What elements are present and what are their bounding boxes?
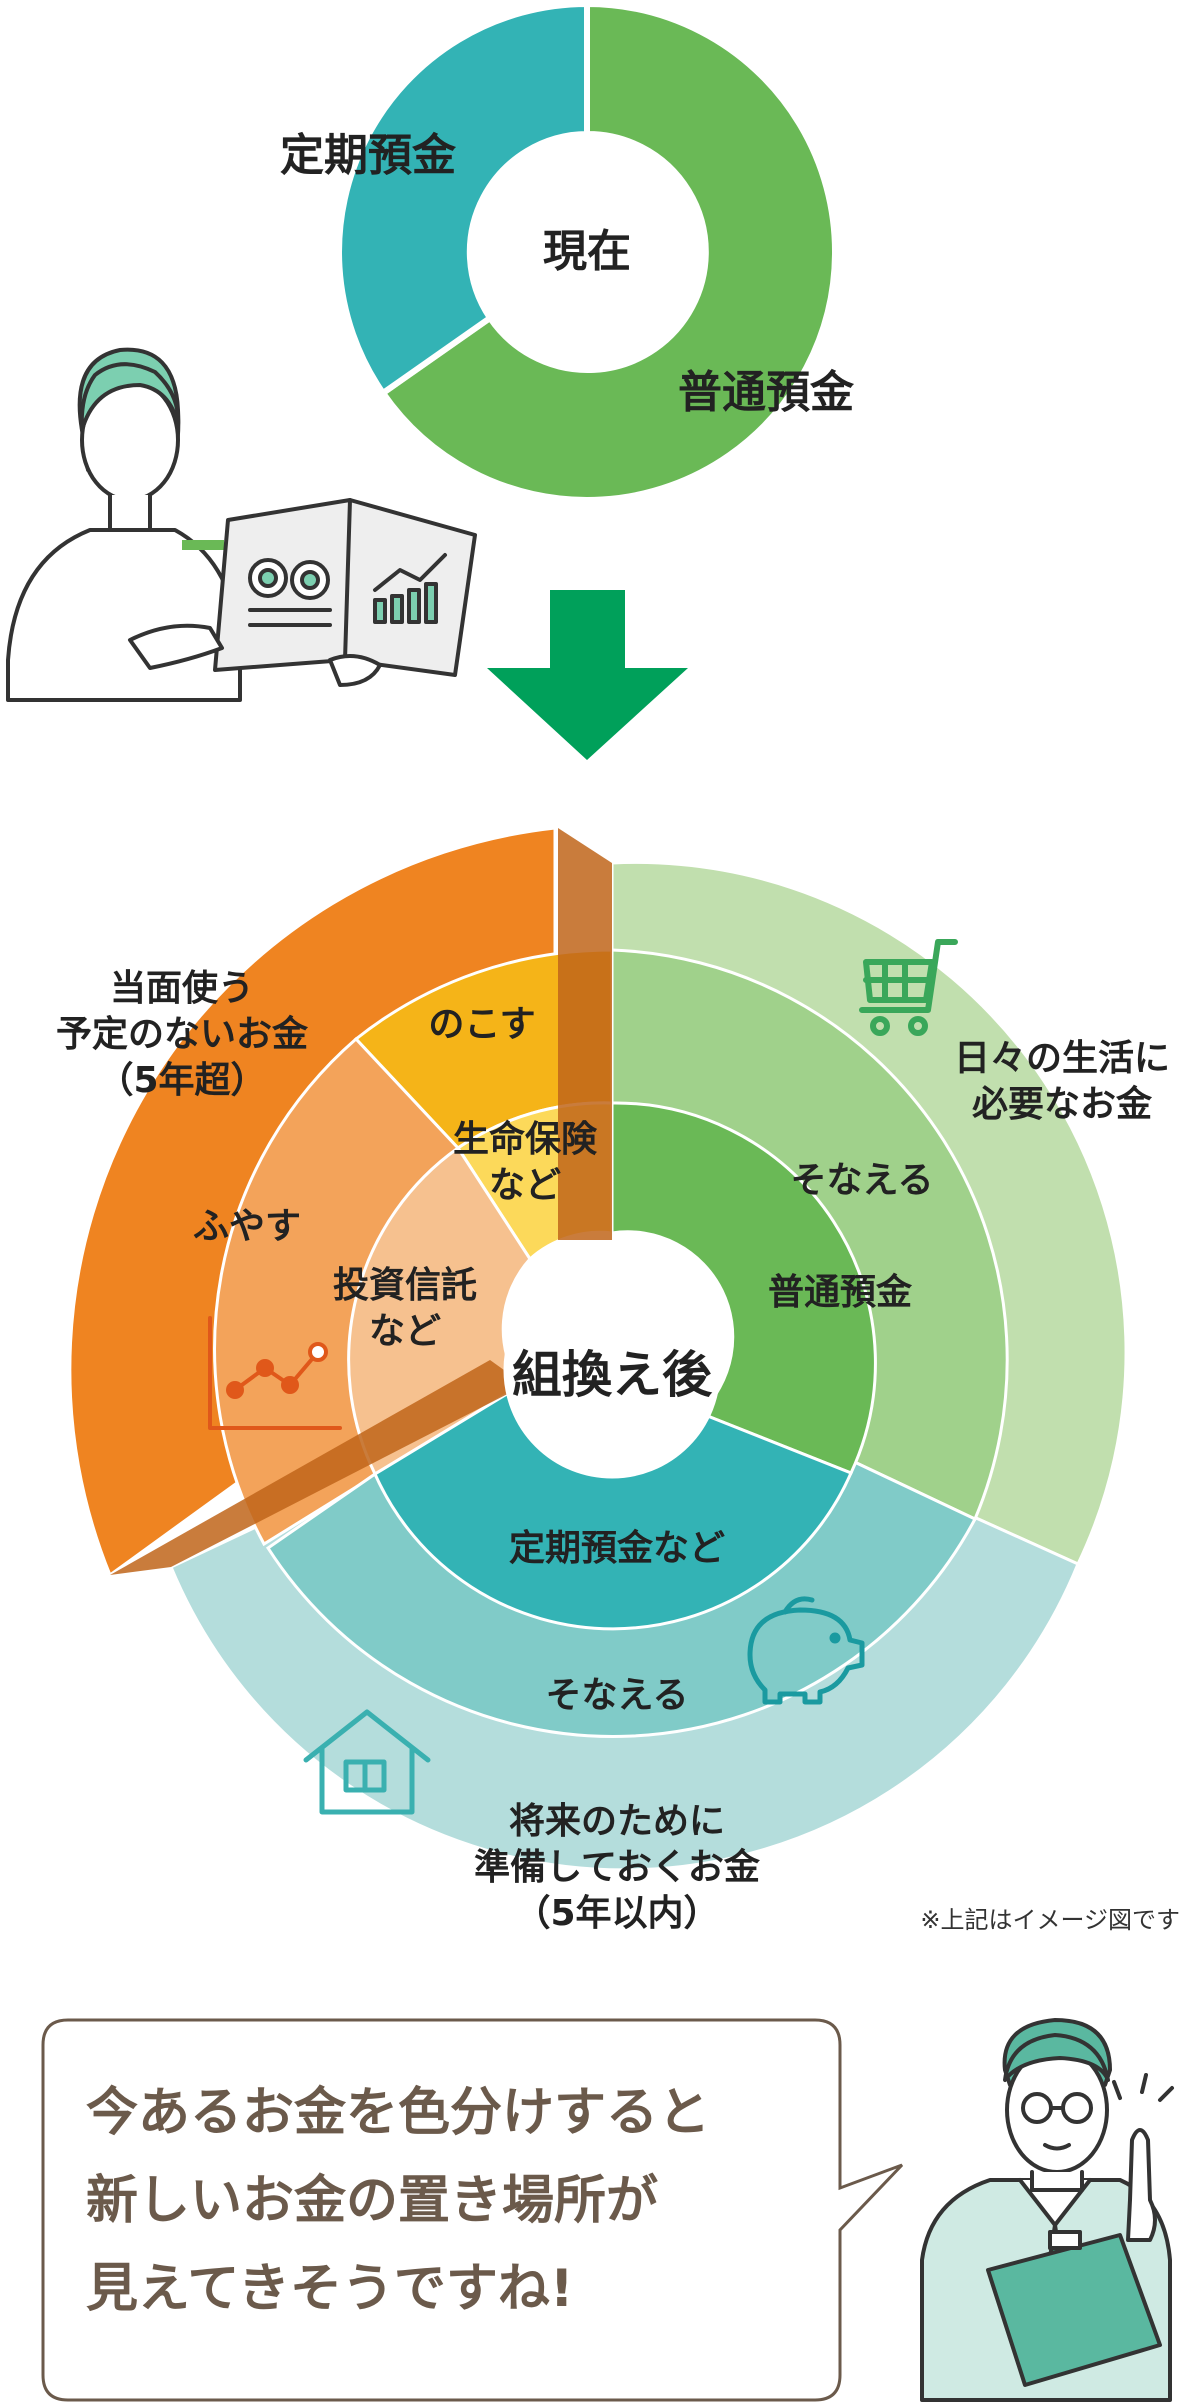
current-donut: 現在 定期預金 普通預金	[280, 0, 855, 503]
man-advisor-illustration	[920, 2018, 1174, 2402]
house-icon	[303, 1709, 431, 1815]
growth-chart-icon	[208, 1316, 342, 1430]
inner-ring-ordinary-deposit	[610, 1101, 877, 1475]
after-chart-labels: 組換え後 当面使う 予定のないお金 （5年超） 日々の生活に 必要なお金 将来の…	[56, 968, 1170, 1934]
donut-segment-time-deposit	[336, 0, 590, 398]
transition-arrow	[487, 590, 688, 760]
middle-label-fuyasu: ふやす	[193, 1206, 301, 1247]
shopping-cart-icon	[859, 939, 958, 1036]
image-note: ※上記はイメージ図です	[920, 1906, 1180, 1934]
middle-label-nokosu: のこす	[428, 1004, 535, 1045]
after-chart-center-label: 組換え後	[512, 1346, 713, 1404]
outer-label-orange-line2: 予定のないお金	[56, 1013, 309, 1055]
woman-presenter-illustration	[6, 347, 477, 702]
middle-label-sonaeru-green: そなえる	[791, 1160, 934, 1201]
outer-label-teal-line2: 準備しておくお金	[474, 1846, 761, 1888]
donut-center-label: 現在	[543, 226, 631, 277]
inner-label-investment-line1: 投資信託	[333, 1265, 477, 1306]
outer-label-orange-line3: （5年超）	[97, 1060, 266, 1101]
donut-label-ordinary-deposit: 普通預金	[678, 367, 855, 418]
outer-label-teal-line3: （5年以内）	[514, 1893, 719, 1934]
after-chart	[68, 826, 1128, 1872]
outer-label-orange-line1: 当面使う	[110, 968, 254, 1009]
donut-label-time-deposit: 定期預金	[280, 130, 457, 181]
inner-label-insurance-line2: など	[489, 1165, 561, 1206]
bubble-text-line1: 今あるお金を色分けすると	[86, 2083, 710, 2143]
center-hole	[503, 1261, 721, 1479]
bubble-text-line2: 新しいお金の置き場所が	[86, 2171, 658, 2231]
donut-segment-ordinary-deposit	[378, 0, 839, 503]
diagonal-ribbon	[110, 1360, 525, 1575]
vertical-ribbon	[558, 828, 612, 1240]
bubble-text-line3: 見えてきそうですね!	[86, 2259, 574, 2319]
piggy-bank-icon	[747, 1596, 865, 1705]
outer-label-green-line2: 必要なお金	[972, 1083, 1153, 1125]
middle-label-sonaeru-teal: そなえる	[546, 1675, 689, 1716]
outer-label-green-line1: 日々の生活に	[954, 1038, 1170, 1079]
inner-label-time-deposit: 定期預金など	[509, 1527, 725, 1569]
inner-label-insurance-line1: 生命保険	[453, 1118, 598, 1160]
inner-label-savings: 普通預金	[768, 1271, 913, 1313]
speech-bubble: 今あるお金を色分けすると 新しいお金の置き場所が 見えてきそうですね!	[41, 2018, 904, 2402]
outer-label-teal-line1: 将来のために	[509, 1801, 725, 1842]
inner-label-investment-line2: など	[369, 1311, 441, 1352]
